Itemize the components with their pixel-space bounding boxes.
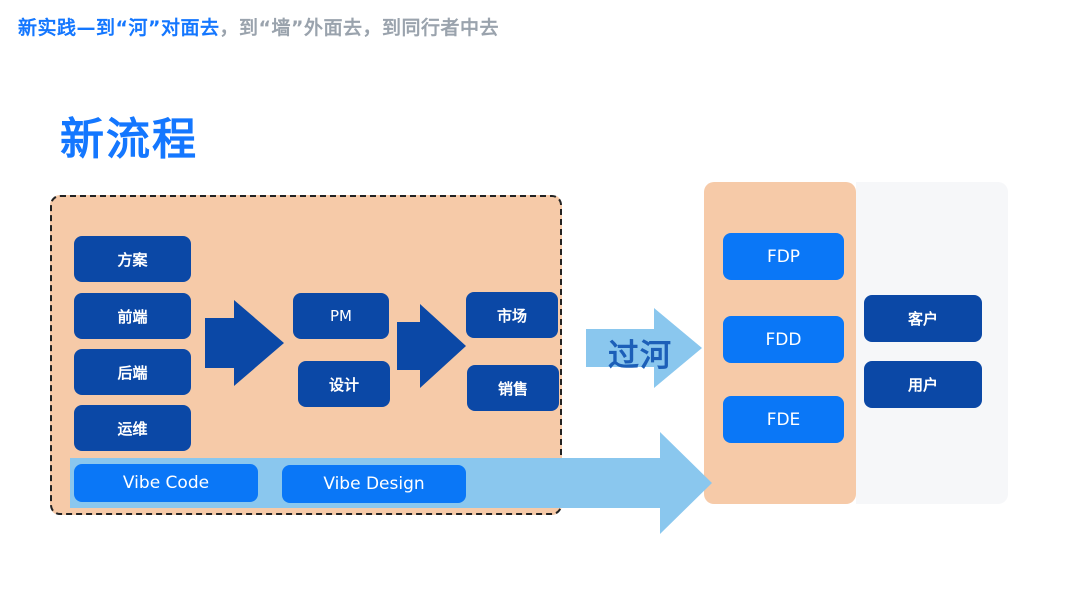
fd-box-fde: FDE [723,396,844,443]
page-title: 新流程 [60,114,198,165]
role-box-sales: 销售 [467,365,559,411]
tool-vibe-design: Vibe Design [282,465,466,503]
cross-river-label: 过河 [608,338,672,374]
role-box-backend: 后端 [74,349,191,395]
header-highlight: 新实践—到“河”对面去 [18,17,220,39]
role-box-design: 设计 [298,361,390,407]
flow-arrow-2 [397,304,466,388]
role-box-solution: 方案 [74,236,191,282]
header-line: 新实践—到“河”对面去，到“墙”外面去，到同行者中去 [18,13,499,40]
fd-box-fdd: FDD [723,316,844,363]
tool-vibe-code: Vibe Code [74,464,258,502]
fd-box-fdp: FDP [723,233,844,280]
customer-box-client: 客户 [864,295,982,342]
flow-arrow-1 [205,300,284,386]
customer-box-user: 用户 [864,361,982,408]
role-box-pm: PM [293,293,389,339]
role-box-frontend: 前端 [74,293,191,339]
header-rest: ，到“墙”外面去，到同行者中去 [219,17,499,39]
role-box-ops: 运维 [74,405,191,451]
customer-column [856,182,1008,504]
role-box-marketing: 市场 [466,292,558,338]
cross-river-arrow [586,308,702,388]
